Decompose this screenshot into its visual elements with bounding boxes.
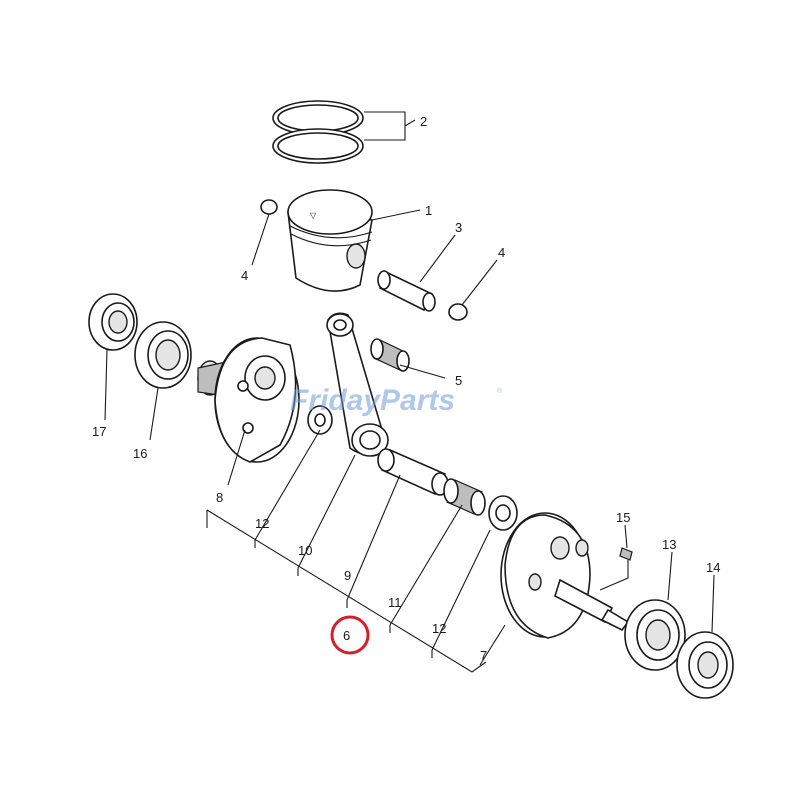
watermark-text: FridayParts [290, 384, 455, 417]
crank-half-right [500, 512, 630, 639]
callout-2: 2 [420, 114, 427, 129]
callout-8: 8 [216, 490, 223, 505]
callout-11: 11 [388, 595, 402, 610]
watermark-registered: ® [497, 387, 503, 395]
piston: ▽ [287, 189, 373, 292]
big-end-bearing [443, 478, 486, 516]
bearing-right-13 [624, 599, 686, 671]
small-end-bearing [370, 338, 410, 372]
callout-13: 13 [662, 537, 676, 552]
oil-seal-left-17 [88, 293, 138, 351]
piston-pin-clip-left [260, 199, 278, 215]
crank-half-left [197, 337, 300, 463]
callout-14: 14 [706, 560, 720, 575]
callout-12-left: 12 [255, 516, 269, 531]
connecting-rod [326, 312, 389, 457]
callout-12-right: 12 [432, 621, 446, 636]
callout-16: 16 [133, 446, 147, 461]
crank-pin [377, 448, 449, 496]
callout-4-left: 4 [241, 268, 248, 283]
callout-6: 6 [343, 628, 350, 643]
callout-17: 17 [92, 424, 106, 439]
leader-lines [104, 111, 715, 673]
woodruff-key [619, 547, 633, 561]
highlight-circle-part-6 [330, 615, 370, 655]
callout-1: 1 [425, 203, 432, 218]
piston-pin-clip-right [448, 303, 468, 321]
callout-10: 10 [298, 543, 312, 558]
svg-text:▽: ▽ [310, 211, 317, 220]
callout-3: 3 [455, 220, 462, 235]
callout-4-right: 4 [498, 245, 505, 260]
callout-15: 15 [616, 510, 630, 525]
oil-seal-right-14 [676, 631, 734, 699]
callout-labels: 2 1 3 4 4 5 17 16 8 12 10 9 11 12 7 15 1… [92, 114, 720, 663]
piston-rings [272, 100, 364, 164]
piston-pin [377, 270, 436, 312]
callout-7: 7 [480, 648, 487, 663]
callout-9: 9 [344, 568, 351, 583]
callout-5: 5 [455, 373, 462, 388]
bearing-left-16 [134, 321, 192, 389]
